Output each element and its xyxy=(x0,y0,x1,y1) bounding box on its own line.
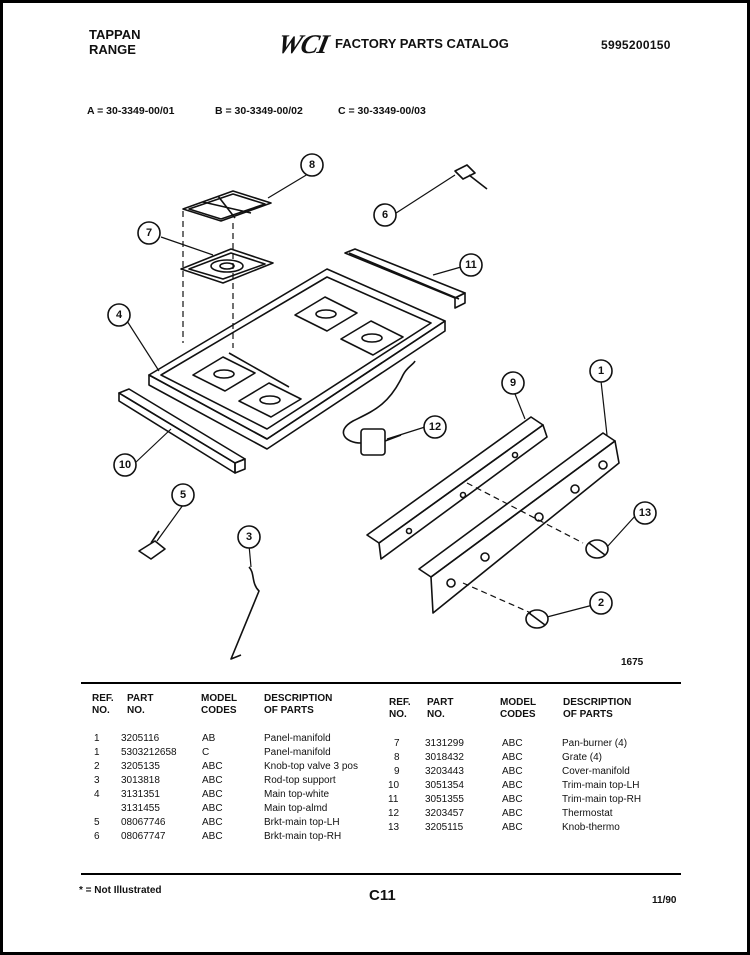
callout-12: 12 xyxy=(429,421,441,433)
product-name: RANGE xyxy=(89,42,136,57)
header-ref-left: REF.NO. xyxy=(92,693,114,716)
callout-10: 10 xyxy=(119,459,131,471)
bracket-rh-part xyxy=(454,164,488,190)
manifold-cover-part xyxy=(366,416,548,560)
footnote: * = Not Illustrated xyxy=(79,885,162,896)
callout-4: 4 xyxy=(116,309,123,321)
callout-1: 1 xyxy=(598,365,604,377)
manifold-panel-part xyxy=(418,432,620,614)
callout-11: 11 xyxy=(465,259,477,271)
callout-2: 2 xyxy=(598,597,604,609)
table-bottom-rule xyxy=(81,873,681,875)
callout-7: 7 xyxy=(146,227,152,239)
burner-pan-part xyxy=(180,248,274,284)
bracket-lh-part xyxy=(138,530,166,560)
callout-3: 3 xyxy=(246,531,252,543)
callout-6: 6 xyxy=(382,209,388,221)
model-b: B = 30-3349-00/02 xyxy=(215,105,303,117)
thermostat-part xyxy=(342,360,416,456)
callout-8: 8 xyxy=(309,159,315,171)
model-c: C = 30-3349-00/03 xyxy=(338,105,426,117)
issue-date: 11/90 xyxy=(652,895,677,906)
trim-rh-part xyxy=(344,248,466,309)
grate-part xyxy=(182,190,272,222)
brand-name: TAPPAN xyxy=(89,27,141,42)
knob-thermo-part xyxy=(585,539,609,559)
catalog-title: FACTORY PARTS CATALOG xyxy=(335,36,509,51)
drawing-number: 1675 xyxy=(621,657,644,668)
knob-valve-part xyxy=(525,609,549,629)
table-top-rule xyxy=(81,682,681,684)
model-a: A = 30-3349-00/01 xyxy=(87,105,175,117)
callout-5: 5 xyxy=(180,489,186,501)
callout-13: 13 xyxy=(639,507,651,519)
catalog-number: 5995200150 xyxy=(601,38,671,52)
page-code: C11 xyxy=(369,887,396,904)
wci-logo: WCI xyxy=(274,29,331,59)
trim-lh-part xyxy=(118,388,246,474)
header-ref-right: REF.NO. xyxy=(389,697,411,720)
callout-9: 9 xyxy=(510,377,516,389)
main-top-part xyxy=(148,268,446,450)
brand-block: TAPPAN RANGE xyxy=(89,27,141,57)
rod-support-part xyxy=(230,566,260,660)
exploded-parts-diagram: 8 7 4 6 11 12 9 1 10 5 3 13 2 xyxy=(107,153,657,660)
